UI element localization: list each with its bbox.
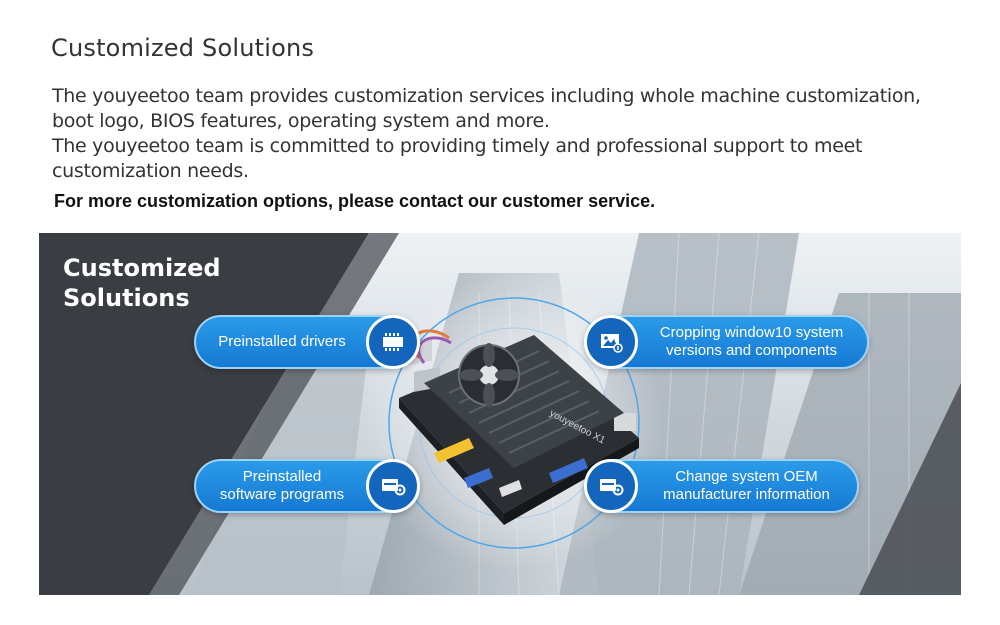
feature-cropping-windows10: Cropping window10 system versions and co… (584, 315, 869, 369)
feature-text: Preinstalled drivers (218, 333, 346, 350)
contact-callout: For more customization options, please c… (54, 191, 656, 211)
feature-text-line-2: software programs (219, 486, 345, 503)
intro-paragraph-1: The youyeetoo team provides customizatio… (52, 85, 921, 132)
oem-settings-icon (584, 459, 638, 513)
feature-text-line-1: Cropping window10 system (659, 324, 844, 341)
banner-title: Customized Solutions (63, 253, 283, 313)
software-settings-icon (366, 459, 420, 513)
feature-text-line-2: versions and components (666, 342, 837, 359)
banner-title-line-1: Customized (63, 254, 221, 282)
single-board-computer-image: youyeetoo X1 (399, 329, 639, 525)
feature-preinstalled-drivers: Preinstalled drivers (194, 315, 420, 369)
intro-text: The youyeetoo team provides customizatio… (52, 84, 952, 184)
feature-text-line-2: manufacturer information (663, 486, 830, 503)
feature-preinstalled-software: Preinstalled software programs (194, 459, 420, 513)
banner-title-line-2: Solutions (63, 284, 190, 312)
customization-banner: Customized Solutions (39, 233, 961, 595)
feature-text-line-1: Change system OEM (675, 468, 818, 485)
feature-text-line-1: Preinstalled (242, 468, 322, 485)
board-illustration: youyeetoo X1 (379, 303, 649, 533)
feature-change-oem-info: Change system OEM manufacturer informati… (584, 459, 859, 513)
image-crop-icon (584, 315, 638, 369)
chip-icon (366, 315, 420, 369)
intro-paragraph-2: The youyeetoo team is committed to provi… (52, 135, 863, 182)
page-title: Customized Solutions (51, 34, 315, 62)
